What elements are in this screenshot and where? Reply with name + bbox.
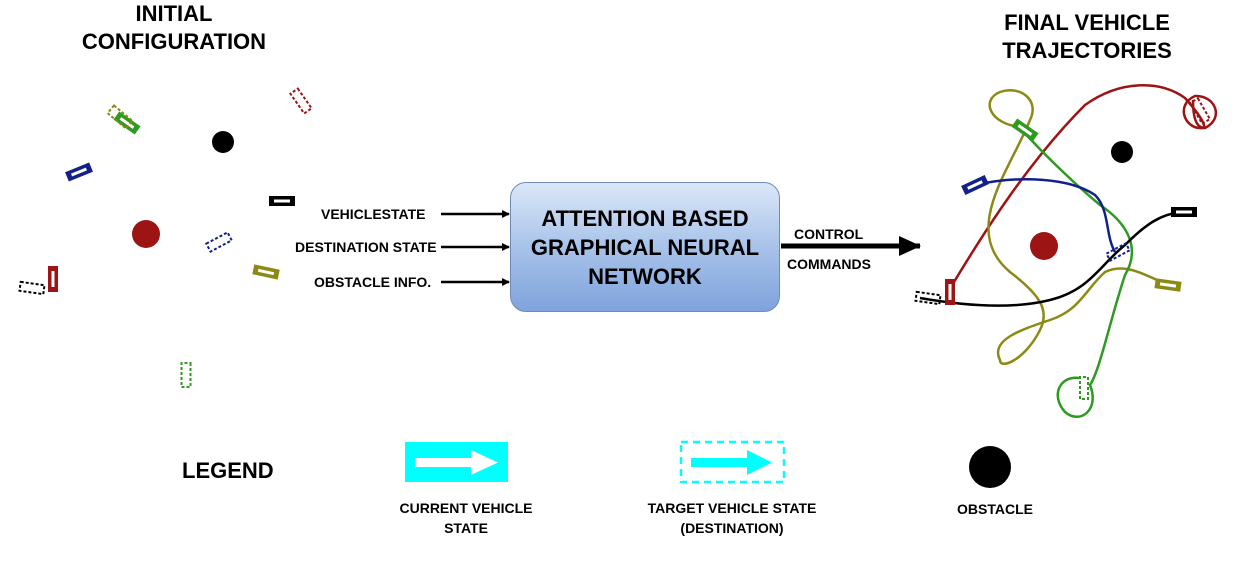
final-vehicle-black xyxy=(1171,207,1197,217)
input-destination-state-label: DESTINATION STATE xyxy=(295,239,437,255)
final-obstacle-black xyxy=(1111,141,1133,163)
final-vehicle-green xyxy=(1011,118,1039,142)
legend-target-vehicle-icon xyxy=(679,440,786,484)
trajectory-black xyxy=(919,210,1183,307)
initial-obstacle-red xyxy=(132,220,160,248)
final-vehicle-black-target xyxy=(914,290,942,306)
final-vehicle-navy-target xyxy=(1105,241,1131,263)
initial-vehicle-green-current xyxy=(113,111,141,135)
initial-vehicle-black-current xyxy=(269,196,295,206)
legend-current-vehicle-label: CURRENT VEHICLE STATE xyxy=(399,500,533,536)
final-vehicle-red xyxy=(945,279,955,305)
initial-vehicle-red-current xyxy=(48,266,58,292)
initial-obstacle-black xyxy=(212,131,234,153)
input-vehicle-state-label: VEHICLESTATE xyxy=(321,206,426,222)
initial-vehicle-green-target xyxy=(180,362,192,388)
initial-vehicle-navy-target xyxy=(204,231,234,253)
initial-vehicle-red-target xyxy=(289,87,313,115)
output-control-label: CONTROL xyxy=(794,226,864,242)
initial-configuration-title: INITIAL CONFIGURATION xyxy=(81,1,267,54)
trajectory-red xyxy=(946,84,1217,293)
legend-target-vehicle-label: TARGET VEHICLE STATE (DESTINATION) xyxy=(647,500,817,536)
initial-vehicle-olive-target xyxy=(106,104,134,130)
gnn-block-label: ATTENTION BASED GRAPHICAL NEURAL NETWORK xyxy=(530,205,760,289)
trajectory-navy xyxy=(974,178,1117,253)
initial-vehicle-black-target xyxy=(18,280,46,296)
trajectory-olive xyxy=(987,89,1169,365)
final-vehicle-navy xyxy=(961,174,989,196)
gnn-block: ATTENTION BASED GRAPHICAL NEURAL NETWORK xyxy=(510,182,780,312)
final-trajectories-title: FINAL VEHICLE TRAJECTORIES xyxy=(1002,10,1172,63)
input-obstacle-info-label: OBSTACLE INFO. xyxy=(314,274,432,290)
final-vehicle-olive xyxy=(1154,278,1182,292)
trajectory-green xyxy=(1021,129,1134,418)
legend-obstacle-label: OBSTACLE xyxy=(957,501,1033,517)
legend-obstacle-icon xyxy=(969,446,1011,488)
legend-current-vehicle-icon xyxy=(405,442,508,482)
initial-vehicle-olive-current xyxy=(252,264,280,280)
legend-title: LEGEND xyxy=(182,458,274,483)
initial-vehicle-navy-current xyxy=(65,162,93,182)
final-obstacle-red xyxy=(1030,232,1058,260)
output-commands-label: COMMANDS xyxy=(787,256,871,272)
final-vehicle-green-target xyxy=(1079,376,1089,400)
